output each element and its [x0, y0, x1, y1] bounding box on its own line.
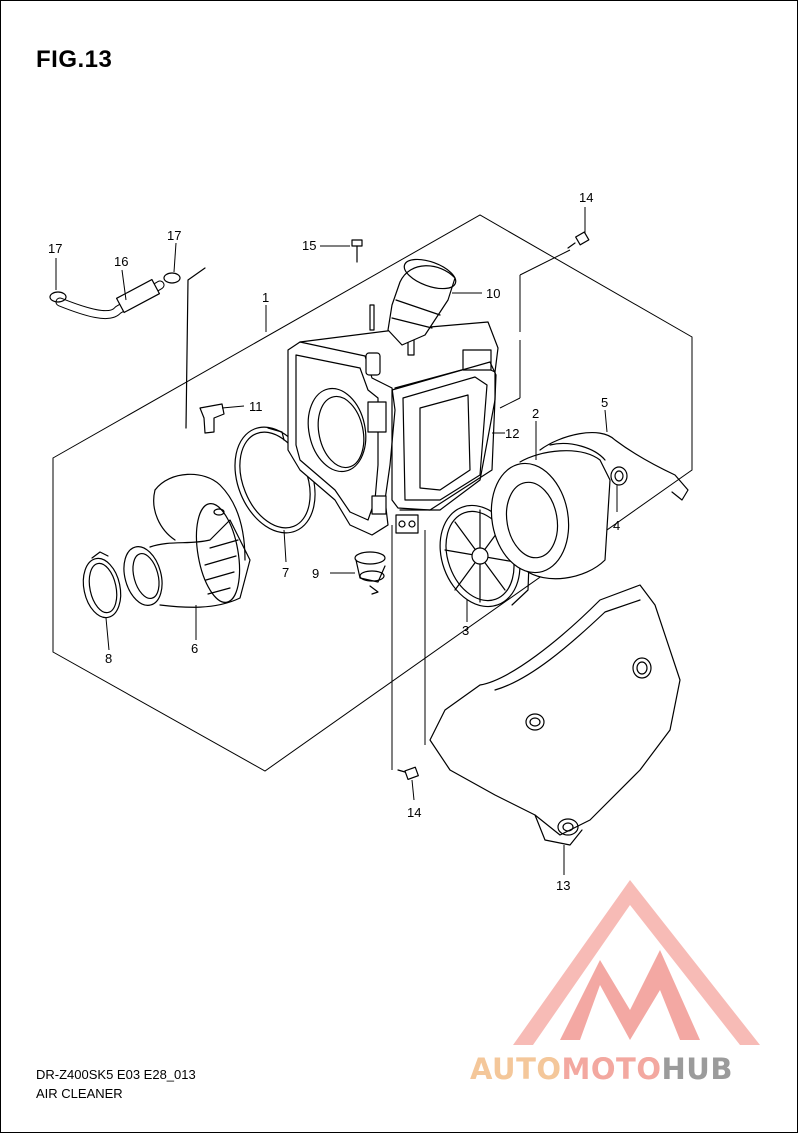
callout-1: 1	[262, 290, 269, 305]
callout-7: 7	[282, 565, 289, 580]
filter-element	[490, 442, 611, 580]
callout-5: 5	[601, 395, 608, 410]
callout-2: 2	[532, 406, 539, 421]
callout-15: 15	[302, 238, 316, 253]
assembly-outline	[52, 214, 693, 772]
callout-17-left: 17	[48, 241, 62, 256]
callout-3: 3	[462, 623, 469, 638]
callout-10: 10	[486, 286, 500, 301]
watermark-auto: AUTO	[470, 1052, 562, 1086]
callout-16: 16	[114, 254, 128, 269]
watermark-text: AUTOMOTOHUB	[470, 1052, 733, 1086]
breather-hose	[49, 267, 206, 429]
callout-17-right: 17	[167, 228, 181, 243]
figure-caption: AIR CLEANER	[36, 1086, 123, 1101]
model-code: DR-Z400SK5 E03 E28_013	[36, 1067, 196, 1082]
callout-11: 11	[249, 399, 263, 414]
screw-14-bottom	[397, 766, 419, 781]
figure-title: FIG.13	[36, 46, 113, 73]
callout-12: 12	[505, 426, 519, 441]
callout-14-bottom: 14	[407, 805, 421, 820]
filter-wire-clip	[539, 432, 689, 501]
callout-labels: 1 2 3 4 5 6 7 8 9 10 11 12 13 14 14 15 1…	[48, 190, 620, 893]
intake-boot	[123, 473, 251, 608]
callout-4: 4	[613, 518, 620, 533]
filter-washer	[610, 466, 628, 486]
intake-duct	[387, 258, 457, 346]
drain-grommet	[354, 551, 386, 595]
callout-13: 13	[556, 878, 570, 893]
callout-8: 8	[105, 651, 112, 666]
case-gasket	[391, 361, 497, 511]
watermark-logo	[513, 880, 760, 1045]
leader-lines	[55, 207, 618, 875]
callout-9: 9	[312, 566, 319, 581]
callout-6: 6	[191, 641, 198, 656]
hose-clamp	[82, 551, 122, 619]
screw-15	[351, 239, 363, 263]
side-cover	[429, 584, 681, 846]
elbow-fitting	[199, 403, 225, 434]
watermark-moto: MOTO	[561, 1052, 662, 1086]
watermark-hub: HUB	[661, 1052, 733, 1086]
screw-14-top	[567, 231, 590, 249]
callout-14-top: 14	[579, 190, 593, 205]
